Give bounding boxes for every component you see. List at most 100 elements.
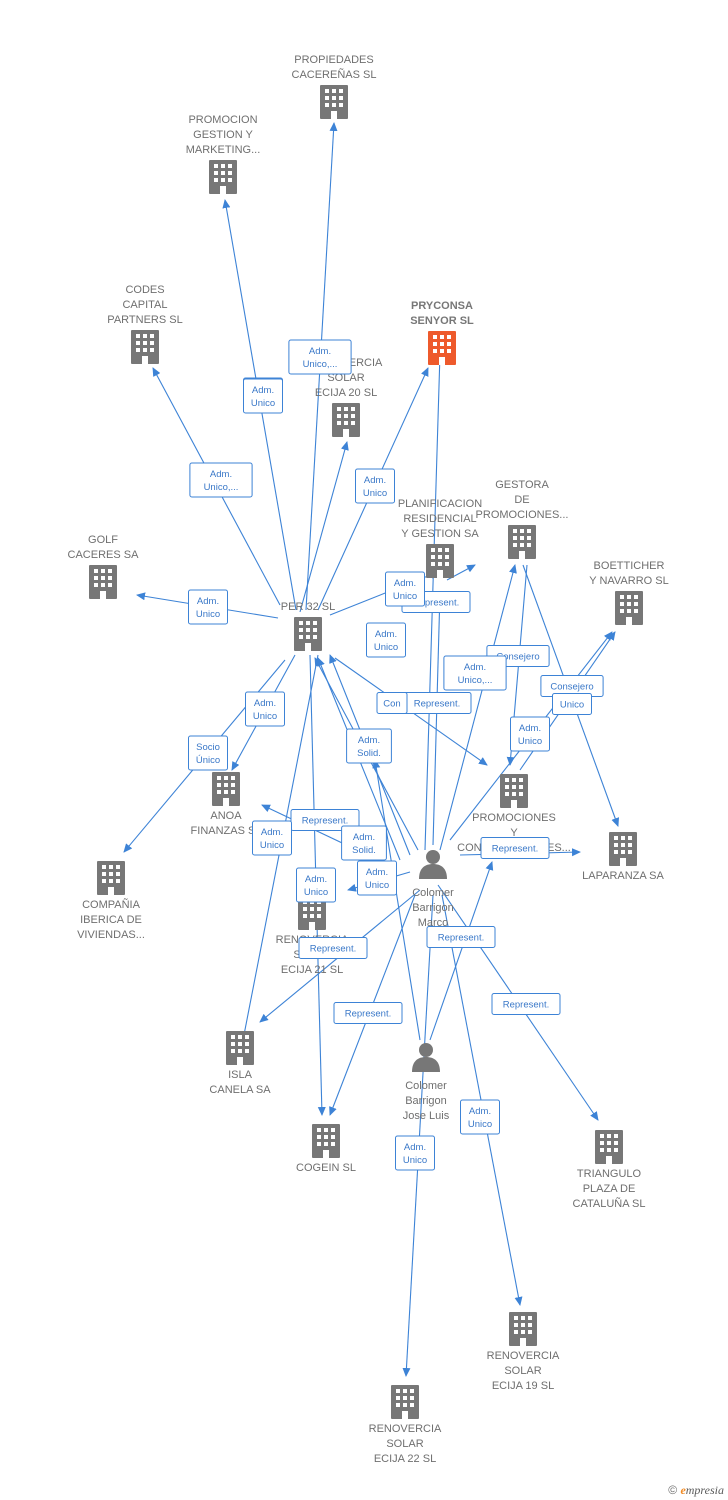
edge-label-17[interactable]: Unico — [552, 693, 592, 715]
edge-label-box — [460, 1099, 500, 1135]
node-label: PARTNERS SL — [107, 314, 182, 326]
edge-label-box — [298, 937, 368, 959]
edge-label-text: Represent. — [438, 933, 484, 944]
edge-label-text: Adm. — [252, 385, 274, 396]
node-label: COGEIN SL — [296, 1162, 356, 1174]
edge-label-text: Adm. — [366, 867, 388, 878]
edge-label-2[interactable]: Adm.Unico,... — [189, 462, 253, 498]
relation-edge-13 — [432, 591, 444, 846]
edge-label-text: Adm. — [464, 662, 486, 673]
node-label: CODES — [125, 284, 164, 296]
node-gestora[interactable]: GESTORADEPROMOCIONES... — [476, 479, 569, 559]
node-golf[interactable]: GOLF CACERES SA — [68, 534, 140, 599]
footer-brand[interactable]: © empresia — [668, 1483, 724, 1498]
edge-label-26[interactable]: Represent. — [333, 1002, 403, 1024]
edge-label-20[interactable]: Adm.Unico — [252, 820, 292, 856]
node-laparanza[interactable]: LAPARANZA SA — [582, 832, 665, 882]
edge-label-11[interactable]: Adm.Unico — [385, 571, 425, 607]
edge-label-18[interactable]: Adm.Unico — [510, 716, 550, 752]
edge-label-27[interactable]: Represent. — [491, 993, 561, 1015]
node-label: ECIJA 22 SL — [374, 1453, 436, 1465]
building-icon — [428, 331, 456, 365]
edge-label-box — [426, 926, 496, 948]
edge-label-text: Unico — [365, 880, 389, 891]
edge-label-box — [357, 860, 397, 896]
edge-label-box — [341, 825, 387, 861]
node-label: CAPITAL — [122, 299, 167, 311]
node-cogein[interactable]: COGEIN SL — [296, 1124, 356, 1174]
node-codes[interactable]: CODES CAPITAL PARTNERS SL — [107, 284, 183, 364]
edge-label-text: Represent. — [503, 1000, 549, 1011]
edge-label-text: Adm. — [254, 698, 276, 709]
building-icon — [131, 330, 159, 364]
building-icon — [89, 565, 117, 599]
node-label: CANELA SA — [209, 1084, 271, 1096]
edge-label-box — [252, 820, 292, 856]
building-icon — [97, 861, 125, 895]
building-icon — [209, 160, 237, 194]
edge-label-box — [188, 735, 228, 771]
node-label: BOETTICHER — [594, 560, 665, 572]
building-icon — [312, 1124, 340, 1158]
edge-label-19[interactable]: Represent. — [290, 809, 360, 831]
edge-label-5[interactable]: Adm.Unico — [188, 589, 228, 625]
edge-label-28[interactable]: Adm.Unico — [460, 1099, 500, 1135]
copyright-symbol: © — [668, 1483, 678, 1497]
edge-label-21[interactable]: Adm.Solid. — [341, 825, 387, 861]
node-label: PROPIEDADES — [294, 54, 373, 66]
edge-label-text: Adm. — [305, 874, 327, 885]
edge-label-text: Socio — [196, 742, 220, 753]
edge-label-14[interactable]: Represent. — [402, 692, 472, 714]
edge-label-text: Unico — [253, 711, 277, 722]
edge-label-text: Represent. — [310, 944, 356, 955]
edge-label-text: Unico — [518, 736, 542, 747]
edge-label-23[interactable]: Adm. Unico — [357, 860, 397, 896]
node-label: PROMOCION — [188, 114, 257, 126]
node-label: PROMOCIONES — [472, 812, 556, 824]
edge-label-box — [188, 589, 228, 625]
edge-label-text: Solid. — [352, 845, 376, 856]
edge-label-4[interactable]: Adm.Unico — [355, 468, 395, 504]
edge-label-24[interactable]: Represent. — [298, 937, 368, 959]
edge-label-box — [510, 716, 550, 752]
edge-label-text: Unico — [363, 488, 387, 499]
edge-label-15[interactable]: Consejero — [540, 675, 604, 697]
edge-label-0[interactable]: Adm.Unico,... — [288, 339, 352, 375]
edge-label-box — [385, 571, 425, 607]
edge-label-3[interactable]: Adm.Unico — [243, 378, 283, 414]
person-icon — [419, 850, 447, 879]
edge-label-13[interactable]: Adm.Unico,... — [443, 655, 507, 691]
edge-label-7[interactable]: Adm. Unico — [245, 691, 285, 727]
edge-label-30[interactable]: Con — [376, 692, 408, 714]
node-label: CACERES SA — [68, 549, 140, 561]
node-label: COMPAÑIA — [82, 898, 141, 911]
edge-label-16[interactable]: Represent. — [480, 837, 550, 859]
edge-label-text: Unico — [560, 700, 584, 711]
edge-label-9[interactable]: Adm.Unico — [366, 622, 406, 658]
edge-label-22[interactable]: Adm.Unico — [296, 867, 336, 903]
edge-label-29[interactable]: Adm.Unico — [395, 1135, 435, 1171]
edge-label-box — [290, 809, 360, 831]
node-per32[interactable]: PER 32 SL — [281, 601, 335, 651]
edge-label-8[interactable]: Adm.Solid. — [346, 728, 392, 764]
node-label: GOLF — [88, 534, 118, 546]
edge-label-25[interactable]: Represent. — [426, 926, 496, 948]
node-label: SOLAR — [386, 1438, 423, 1450]
edge-label-text: Unico — [374, 642, 398, 653]
